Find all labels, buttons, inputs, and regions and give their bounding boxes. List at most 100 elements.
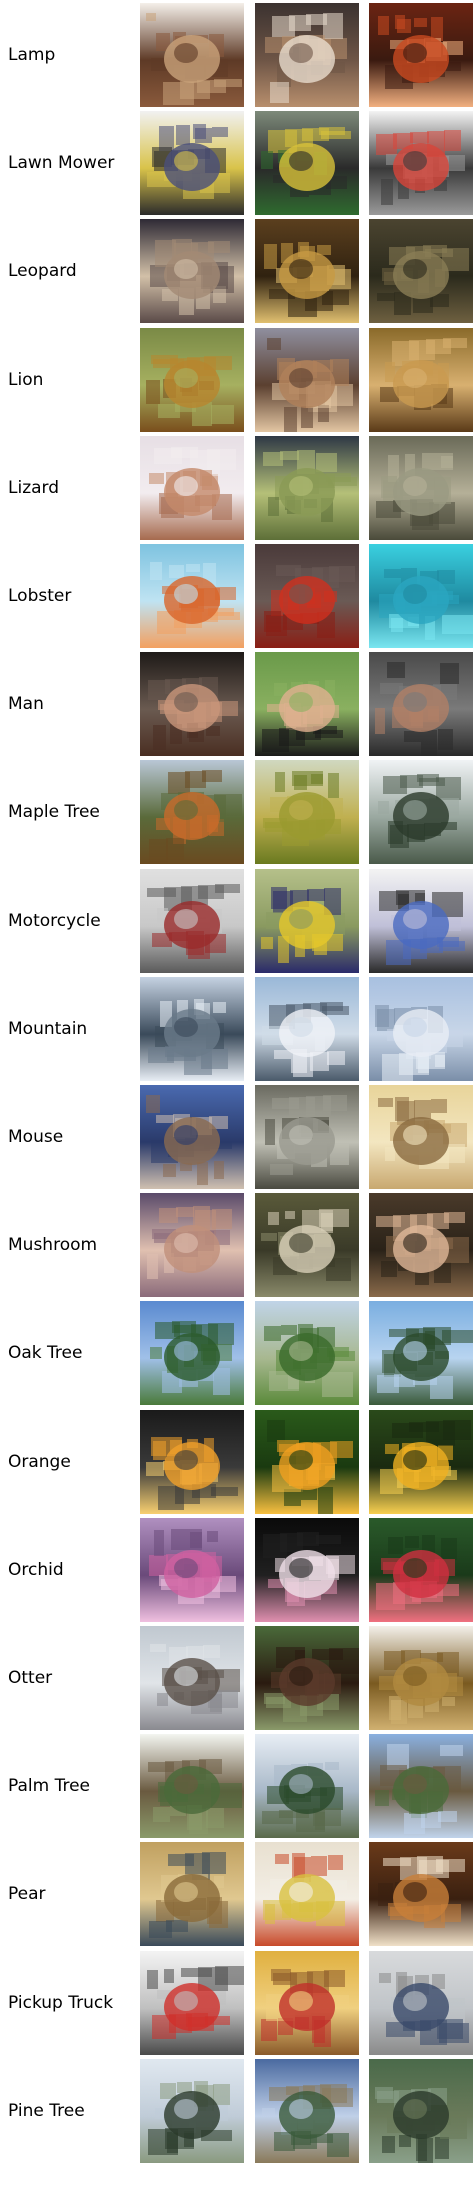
row-palm-tree: Palm Tree — [0, 1734, 474, 1839]
thumbnail-mushroom-3 — [369, 1193, 473, 1298]
thumbnail-image — [369, 1626, 473, 1730]
thumbnail-orchid-2 — [255, 1517, 359, 1622]
thumbnail-mouse-1 — [140, 1085, 244, 1189]
thumbnail-leopard-2 — [255, 219, 359, 324]
row-label: Otter — [8, 1668, 53, 1688]
row-maple-tree: Maple Tree — [0, 760, 474, 865]
thumbnail-motorcycle-3 — [369, 868, 473, 973]
thumbnail-palm-tree-3 — [369, 1734, 473, 1839]
thumbnail-image — [255, 976, 359, 1081]
thumbnail-pine-tree-1 — [140, 2058, 244, 2163]
thumbnail-pear-3 — [369, 1842, 473, 1947]
thumbnail-image — [140, 2058, 244, 2163]
thumbnail-image — [140, 219, 244, 324]
thumbnail-image — [255, 111, 359, 216]
thumbnail-palm-tree-1 — [140, 1734, 244, 1839]
thumbnail-pine-tree-2 — [255, 2058, 359, 2163]
thumbnail-image — [369, 2058, 473, 2163]
thumbnail-mushroom-2 — [255, 1193, 359, 1298]
row-label: Lamp — [8, 45, 56, 65]
row-mouse: Mouse — [0, 1085, 474, 1189]
thumbnail-man-1 — [140, 652, 244, 757]
row-label: Lizard — [8, 477, 60, 498]
row-pine-tree: Pine Tree — [0, 2058, 474, 2163]
row-label: Leopard — [8, 261, 77, 282]
thumbnail-image — [255, 1193, 359, 1298]
thumbnail-image — [255, 2058, 359, 2163]
thumbnail-image — [140, 1734, 244, 1839]
row-orchid: Orchid — [0, 1517, 474, 1622]
thumbnail-pear-2 — [255, 1842, 359, 1947]
thumbnail-mountain-3 — [369, 976, 473, 1081]
thumbnail-image — [255, 652, 359, 757]
thumbnail-otter-2 — [255, 1626, 359, 1730]
thumbnail-lion-2 — [255, 327, 359, 432]
row-label: Lawn Mower — [8, 153, 115, 174]
thumbnail-lobster-3 — [369, 544, 473, 648]
thumbnail-image — [140, 1950, 244, 2055]
row-label: Maple Tree — [8, 802, 100, 823]
row-label: Lobster — [8, 586, 72, 606]
thumbnail-lobster-2 — [255, 544, 359, 648]
thumbnail-lawn-mower-3 — [369, 111, 473, 216]
thumbnail-oak-tree-2 — [255, 1301, 359, 1406]
thumbnail-image — [140, 1842, 244, 1947]
thumbnail-pine-tree-3 — [369, 2058, 473, 2163]
thumbnail-image — [255, 1409, 359, 1514]
thumbnail-image — [140, 760, 244, 865]
row-leopard: Leopard — [0, 219, 474, 324]
thumbnail-image — [255, 544, 359, 648]
thumbnail-lizard-3 — [369, 435, 473, 540]
thumbnail-motorcycle-2 — [255, 868, 359, 973]
thumbnail-mountain-1 — [140, 976, 244, 1081]
thumbnail-image — [255, 1301, 359, 1406]
thumbnail-lion-3 — [369, 327, 473, 432]
thumbnail-image — [140, 3, 244, 107]
thumbnail-image — [255, 1734, 359, 1839]
row-lawn-mower: Lawn Mower — [0, 111, 474, 216]
thumbnail-pickup-truck-1 — [140, 1950, 244, 2055]
row-label: Man — [8, 694, 44, 715]
thumbnail-image — [140, 111, 244, 216]
thumbnail-lizard-1 — [140, 435, 244, 540]
thumbnail-orange-2 — [255, 1409, 359, 1514]
row-label: Mountain — [8, 1018, 88, 1039]
thumbnail-image — [140, 1626, 244, 1730]
row-label: Orange — [8, 1451, 71, 1472]
row-orange: Orange — [0, 1409, 474, 1514]
thumbnail-otter-1 — [140, 1626, 244, 1730]
thumbnail-image — [140, 976, 244, 1081]
row-label: Pickup Truck — [8, 1992, 114, 2013]
thumbnail-orchid-3 — [369, 1517, 473, 1622]
thumbnail-leopard-3 — [369, 219, 473, 324]
thumbnail-image — [140, 327, 244, 432]
thumbnail-image — [369, 976, 473, 1081]
thumbnail-mushroom-1 — [140, 1193, 244, 1298]
row-label: Pear — [8, 1884, 46, 1905]
thumbnail-maple-tree-3 — [369, 760, 473, 865]
thumbnail-image — [140, 1085, 244, 1189]
thumbnail-palm-tree-2 — [255, 1734, 359, 1839]
thumbnail-man-2 — [255, 652, 359, 757]
thumbnail-image — [140, 868, 244, 973]
row-label: Mouse — [8, 1127, 64, 1147]
thumbnail-image — [255, 1626, 359, 1730]
thumbnail-image — [140, 1301, 244, 1406]
row-motorcycle: Motorcycle — [0, 868, 474, 973]
thumbnail-mouse-3 — [369, 1085, 473, 1189]
thumbnail-image — [140, 435, 244, 540]
thumbnail-orange-1 — [140, 1409, 244, 1514]
thumbnail-image — [255, 868, 359, 973]
thumbnail-lamp-3 — [369, 3, 473, 107]
thumbnail-lobster-1 — [140, 544, 244, 648]
row-man: Man — [0, 652, 474, 757]
thumbnail-image — [369, 1842, 473, 1947]
thumbnail-image — [369, 435, 473, 540]
thumbnail-lawn-mower-1 — [140, 111, 244, 216]
thumbnail-lion-1 — [140, 327, 244, 432]
row-label: Mushroom — [8, 1235, 98, 1256]
thumbnail-orchid-1 — [140, 1517, 244, 1622]
thumbnail-image — [255, 1950, 359, 2055]
row-otter: Otter — [0, 1626, 474, 1730]
